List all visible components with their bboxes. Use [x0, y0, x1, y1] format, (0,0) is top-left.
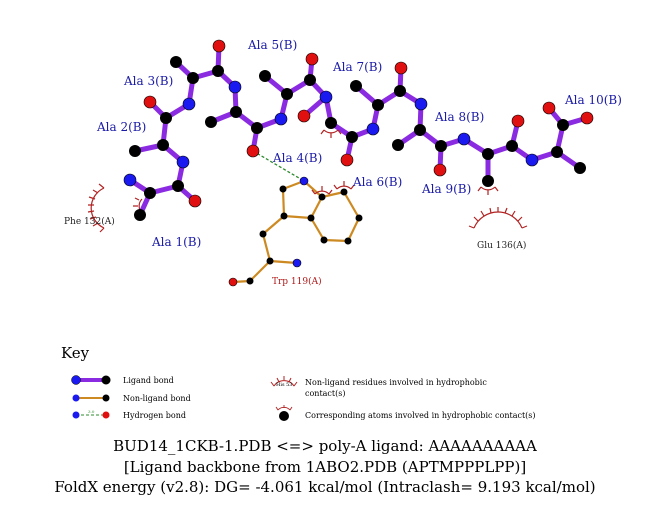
- label-ala9: Ala 9(B): [421, 182, 471, 196]
- nitrogen-atoms: [123, 80, 539, 268]
- key-his53-label: His 53: [276, 382, 292, 388]
- hydrophobic-contacts: [87, 129, 528, 233]
- hydrophobic-atom-trp1: [311, 186, 333, 195]
- label-trp119: Trp 119(A): [272, 276, 322, 287]
- label-ala4: Ala 4(B): [272, 151, 322, 165]
- key-ligand-bond-label: Ligand bond: [123, 376, 174, 385]
- hydrophobic-atom-ala1: [133, 197, 143, 215]
- hydrophobic-atom-ala6: [320, 129, 342, 138]
- key-hydrophobic-atoms-label: Corresponding atoms involved in hydropho…: [305, 411, 536, 420]
- label-ala6: Ala 6(B): [352, 175, 402, 189]
- caption-line-2: [Ligand backbone from 1ABO2.PDB (APTMPPP…: [124, 458, 526, 476]
- label-ala2: Ala 2(B): [96, 120, 146, 134]
- key-non-ligand-bond-label: Non-ligand bond: [123, 394, 191, 403]
- caption-line-3: FoldX energy (v2.8): DG= -4.061 kcal/mol…: [54, 478, 595, 496]
- trp-carbon-atoms: [246, 185, 363, 285]
- key-hydrogen-bond-label: Hydrogen bond: [123, 411, 186, 420]
- key-hydrophobic-atom: Corresponding atoms involved in hydropho…: [275, 405, 536, 421]
- key-hbond-length: 3.0: [88, 409, 95, 414]
- key-hydrophobic-residue: His 53 Non-ligand residues involved in h…: [270, 376, 487, 398]
- label-ala1: Ala 1(B): [151, 235, 201, 249]
- key-hydrophobic-residues-label: Non-ligand residues involved in hydropho…: [305, 378, 487, 387]
- label-ala10: Ala 10(B): [564, 93, 622, 107]
- carbon-atoms: [129, 56, 586, 221]
- label-ala5: Ala 5(B): [247, 38, 297, 52]
- key: Key Ligand bond Non-ligand bond 3.0 Hydr…: [61, 344, 536, 421]
- label-ala3: Ala 3(B): [123, 74, 173, 88]
- hydrophobic-arc-phe132: [90, 187, 105, 229]
- caption-line-1: BUD14_1CKB-1.PDB <=> poly-A ligand: AAAA…: [113, 437, 537, 455]
- label-ala7: Ala 7(B): [332, 60, 382, 74]
- label-ala8: Ala 8(B): [434, 110, 484, 124]
- key-non-ligand-bond: Non-ligand bond: [72, 394, 191, 403]
- key-hydrophobic-residues-label-2: contact(s): [305, 389, 345, 398]
- hydrophobic-atom-ala9: [477, 186, 499, 195]
- key-hydrogen-bond: 3.0 Hydrogen bond: [72, 409, 186, 420]
- hydrophobic-atom-trp2: [333, 181, 355, 190]
- label-phe132: Phe 132(A): [64, 216, 115, 227]
- hydrophobic-arc-glu136: [473, 211, 523, 229]
- label-glu136: Glu 136(A): [477, 240, 526, 251]
- key-title: Key: [61, 344, 90, 362]
- oxygen-atoms: [143, 39, 594, 287]
- key-ligand-bond: Ligand bond: [71, 375, 174, 385]
